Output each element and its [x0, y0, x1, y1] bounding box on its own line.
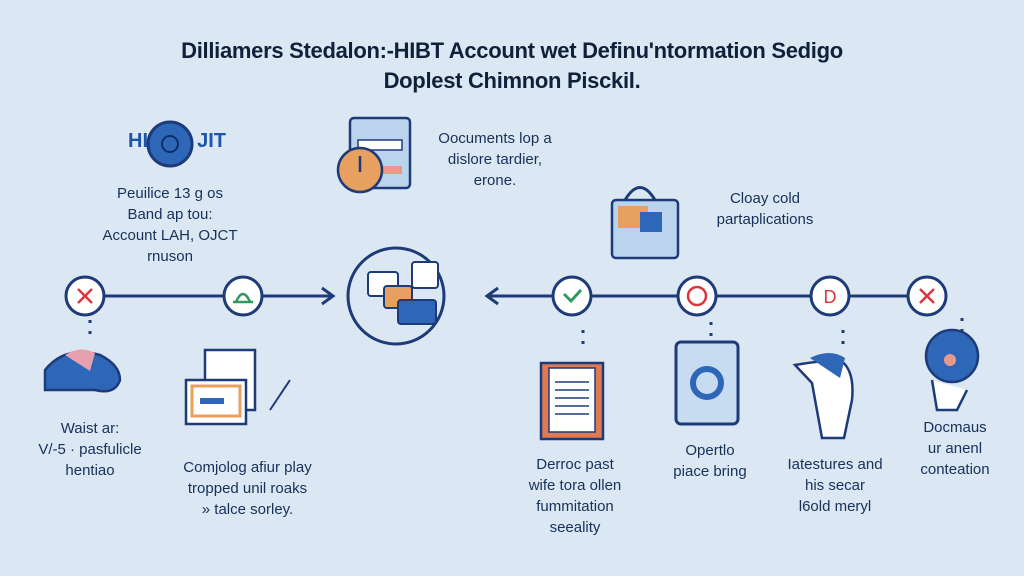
caption-line: Cloay cold	[729, 190, 801, 207]
document-clock-icon	[336, 116, 412, 194]
step-caption-1: Waist ar: V/-5 · pasfulicle hentiao	[20, 418, 160, 481]
central-documents-hub-icon	[346, 246, 446, 346]
caption-line: » talce sorley.	[201, 501, 294, 518]
logo: HI JIT	[128, 130, 226, 153]
documents-note: Oocuments lop a dislore tardier, erone.	[415, 128, 575, 191]
step-caption-2: Comjolog afiur play tropped unil roaks »…	[155, 457, 340, 520]
bag-icon	[610, 186, 680, 260]
caption-line: Peuilice 13 g os	[117, 185, 223, 202]
caption-line: Opertlo	[685, 442, 735, 459]
caption-line: rnuson	[147, 248, 193, 265]
logo-left-text: HI	[128, 130, 148, 152]
caption-line: dislore tardier,	[447, 151, 543, 168]
caption-line: Band ap tou:	[127, 206, 213, 223]
caption-line: Oocuments lop a	[438, 130, 552, 147]
caption-line: Waist ar:	[60, 420, 120, 437]
laptop-document-icon	[184, 348, 291, 426]
hand-icon	[792, 353, 854, 440]
caption-line: ur anenl	[927, 440, 983, 457]
title-line-1: Dilliamers Stedalon:-HIBT Account wet De…	[181, 38, 843, 63]
caption-line: V/-5 · pasfulicle	[38, 441, 142, 458]
caption-line: fummitation	[536, 498, 614, 515]
caption-line: Docmaus	[923, 419, 987, 436]
caption-line: erone.	[473, 172, 517, 189]
step-caption-6: Docmaus ur anenl conteation	[905, 417, 1005, 480]
caption-line: Derroc past	[536, 456, 614, 473]
tablet-icon	[674, 340, 740, 426]
caption-line: his secar	[804, 477, 866, 494]
step-node-x-icon	[906, 275, 948, 317]
caption-line: Account LAH, OJCT	[102, 227, 238, 244]
step-caption-5: Iatestures and his secar l6old meryl	[770, 454, 900, 517]
step-node-check-icon	[551, 275, 593, 317]
step-node-d-icon: D	[809, 275, 851, 317]
caption-line: l6old meryl	[798, 498, 872, 515]
logo-emblem-icon	[146, 120, 194, 168]
shoe-icon	[43, 349, 122, 393]
svg-text:D: D	[824, 287, 837, 307]
timeline-line	[100, 286, 910, 306]
caption-line: hentiao	[65, 462, 115, 479]
step-caption-4: Opertlo piace bring	[655, 440, 765, 482]
caption-line: tropped unil roaks	[187, 480, 308, 497]
dotted-connectors	[88, 318, 964, 350]
caption-line: piace bring	[673, 463, 747, 480]
clipboard-icon	[539, 361, 605, 441]
step-node-hat-icon	[222, 275, 264, 317]
step-caption-3: Derroc past wife tora ollen fummitation …	[510, 454, 640, 538]
hand-holding-disc-icon	[924, 328, 980, 412]
step-node-x-icon	[64, 275, 106, 317]
caption-line: seeality	[549, 519, 601, 536]
caption-line: Comjolog afiur play	[183, 459, 312, 476]
bag-note: Cloay cold partaplications	[690, 188, 840, 230]
logo-caption: Peuilice 13 g os Band ap tou: Account LA…	[85, 183, 255, 267]
caption-line: conteation	[920, 461, 990, 478]
step-node-badge-icon	[676, 275, 718, 317]
caption-line: Iatestures and	[787, 456, 883, 473]
logo-right-text: JIT	[197, 130, 227, 152]
caption-line: partaplications	[716, 211, 814, 228]
title-line-2: Doplest Chimnon Pisckil.	[383, 68, 641, 93]
caption-line: wife tora ollen	[528, 477, 622, 494]
